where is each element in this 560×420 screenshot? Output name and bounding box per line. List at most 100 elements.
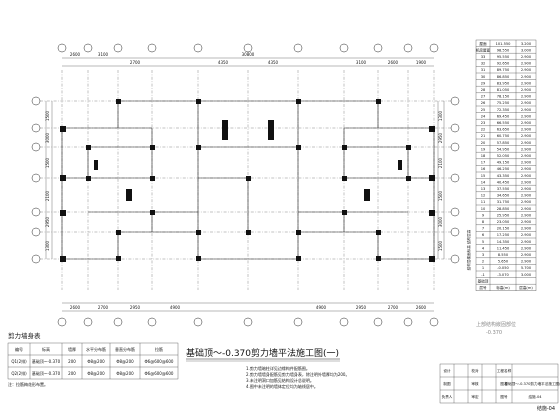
title-block-cell-0-0: 设计 — [443, 368, 451, 373]
level-cell-7-1: 81.050 — [497, 88, 510, 92]
level-cell-8-1: 78.150 — [497, 95, 510, 99]
level-cell-34-0: 1 — [482, 266, 484, 270]
level-cell-17-0: 18 — [481, 154, 486, 158]
level-cell-22-1: 37.550 — [497, 187, 510, 191]
level-cell-25-2: 2.900 — [521, 207, 532, 211]
level-cell-35-2: 3.000 — [521, 273, 532, 277]
level-cell-37-0: 层号 — [479, 285, 487, 290]
level-cell-1-2: 3.000 — [521, 48, 532, 52]
dim-bottom-2: 2950 — [130, 305, 141, 310]
left-dimension-texts: 1500 3000 1500 2100 2950 1300 — [45, 110, 50, 251]
title-block-cell-2-2: 审定 — [471, 394, 479, 399]
level-cell-11-0: 24 — [481, 114, 486, 118]
faded-note-1: -0.370 — [486, 330, 502, 336]
level-cell-7-0: 28 — [481, 88, 486, 92]
axis-bubbles-top — [57, 43, 439, 53]
dim-right-3: 1500 — [438, 190, 443, 201]
level-cell-34-2: 5.700 — [521, 266, 532, 270]
level-cell-9-0: 26 — [481, 101, 486, 105]
level-cell-8-0: 27 — [481, 95, 486, 99]
level-cell-2-2: 2.900 — [521, 55, 532, 59]
level-cell-35-0: -1 — [481, 273, 485, 277]
level-cell-13-2: 2.900 — [521, 128, 532, 132]
level-cell-1-1: 98.550 — [497, 48, 510, 52]
dim-left-2: 1500 — [45, 157, 50, 168]
level-cell-26-2: 2.900 — [521, 213, 532, 217]
level-cell-28-0: 7 — [482, 227, 484, 231]
level-cell-16-0: 19 — [481, 147, 486, 151]
right-dimension-texts: 1300 2950 2100 1500 3000 1500 — [438, 110, 443, 251]
wall-r0-c5: Φ6@600@600 — [145, 359, 174, 364]
title-block-cell-1-0: 制图 — [443, 381, 451, 386]
note-line-2: 3.未注明洞口加筋见结构设计总说明。 — [246, 377, 314, 383]
level-cell-33-1: 5.650 — [498, 260, 509, 264]
title-block-frame — [439, 363, 559, 404]
wall-r1-c4: Φ8@200 — [116, 371, 134, 376]
wall-r0-c4: Φ8@200 — [116, 359, 134, 364]
level-cell-10-2: 2.900 — [521, 108, 532, 112]
level-cell-19-2: 2.900 — [521, 167, 532, 171]
level-cell-20-1: 43.350 — [497, 174, 510, 178]
level-cell-24-1: 31.750 — [497, 200, 510, 204]
drawing-title: 基础顶～-0.370剪力墙平法施工图(一) — [186, 347, 339, 359]
level-cell-20-0: 15 — [481, 174, 486, 178]
dim-top-7: 2700 — [130, 60, 141, 65]
level-cell-21-2: 2.900 — [521, 180, 532, 184]
wall-th-2: 墙厚 — [68, 346, 76, 352]
level-cell-28-2: 2.900 — [521, 227, 532, 231]
level-cell-8-2: 2.900 — [521, 95, 532, 99]
dim-right-4: 3000 — [438, 216, 443, 227]
dim-top-4: 4350 — [268, 60, 279, 65]
level-cell-37-2: 层高(m) — [519, 285, 533, 290]
note-line-3: 4.图中未注明的墙体定位均为轴线居中。 — [246, 383, 318, 389]
level-cell-9-2: 2.900 — [521, 101, 532, 105]
top-dimension-texts: 2600 3100 30800 4350 4350 3100 2600 2700… — [70, 52, 427, 65]
level-cell-18-2: 2.900 — [521, 161, 532, 165]
title-block: 设计校对工程名称制图审核图名基础顶～-0.370剪力墙平法施工图(一)负责人审定… — [439, 363, 560, 412]
level-cell-5-0: 30 — [481, 75, 486, 79]
level-cell-4-1: 89.750 — [497, 68, 510, 72]
level-cell-32-0: 3 — [482, 253, 484, 257]
level-cell-37-1: 标高(m) — [496, 285, 510, 290]
level-cell-12-2: 2.900 — [521, 121, 532, 125]
level-cell-14-1: 60.750 — [497, 134, 510, 138]
dimension-lines — [45, 57, 445, 312]
level-cell-31-0: 4 — [482, 246, 485, 250]
title-block-cell-0-2: 校对 — [471, 368, 479, 373]
level-cell-3-0: 32 — [481, 62, 486, 66]
level-cell-13-1: 63.650 — [497, 128, 510, 132]
dim-bottom-5: 2950 — [356, 305, 367, 310]
level-cell-14-2: 2.900 — [521, 134, 532, 138]
wall-r0-c0: Q1(2排) — [11, 358, 27, 364]
level-cell-27-0: 8 — [482, 220, 485, 224]
level-cell-13-0: 22 — [481, 128, 486, 132]
level-cell-35-1: -3.070 — [497, 273, 509, 277]
level-cell-21-0: 14 — [481, 180, 486, 184]
level-cell-26-1: 25.950 — [497, 213, 510, 217]
level-cell-20-2: 2.900 — [521, 174, 532, 178]
dim-bottom-3: 4900 — [170, 305, 181, 310]
floor-plan — [31, 43, 460, 327]
level-cell-2-1: 95.550 — [497, 55, 510, 59]
level-cell-25-1: 28.850 — [497, 207, 510, 211]
level-cell-0-1: 101.550 — [496, 42, 512, 46]
level-cell-5-1: 86.850 — [497, 75, 510, 79]
level-cell-6-2: 2.900 — [521, 81, 532, 85]
level-cell-30-2: 2.900 — [521, 240, 532, 244]
level-cell-27-2: 2.900 — [521, 220, 532, 224]
level-cell-7-2: 2.900 — [521, 88, 532, 92]
level-cell-17-1: 52.050 — [497, 154, 510, 158]
level-cell-23-0: 12 — [481, 194, 486, 198]
dim-top-1: 3100 — [98, 52, 109, 57]
level-cell-11-2: 2.900 — [521, 114, 532, 118]
level-cell-22-2: 2.900 — [521, 187, 532, 191]
level-cell-18-1: 49.150 — [497, 161, 510, 165]
wall-r1-c0: Q2(2排) — [11, 370, 27, 376]
level-cell-12-0: 23 — [481, 121, 486, 125]
title-block-cell-1-2: 审核 — [471, 381, 479, 386]
level-cell-24-0: 11 — [481, 200, 486, 204]
edge-members — [60, 99, 435, 262]
level-cell-23-1: 34.650 — [497, 194, 510, 198]
level-cell-34-1: -0.050 — [497, 266, 509, 270]
